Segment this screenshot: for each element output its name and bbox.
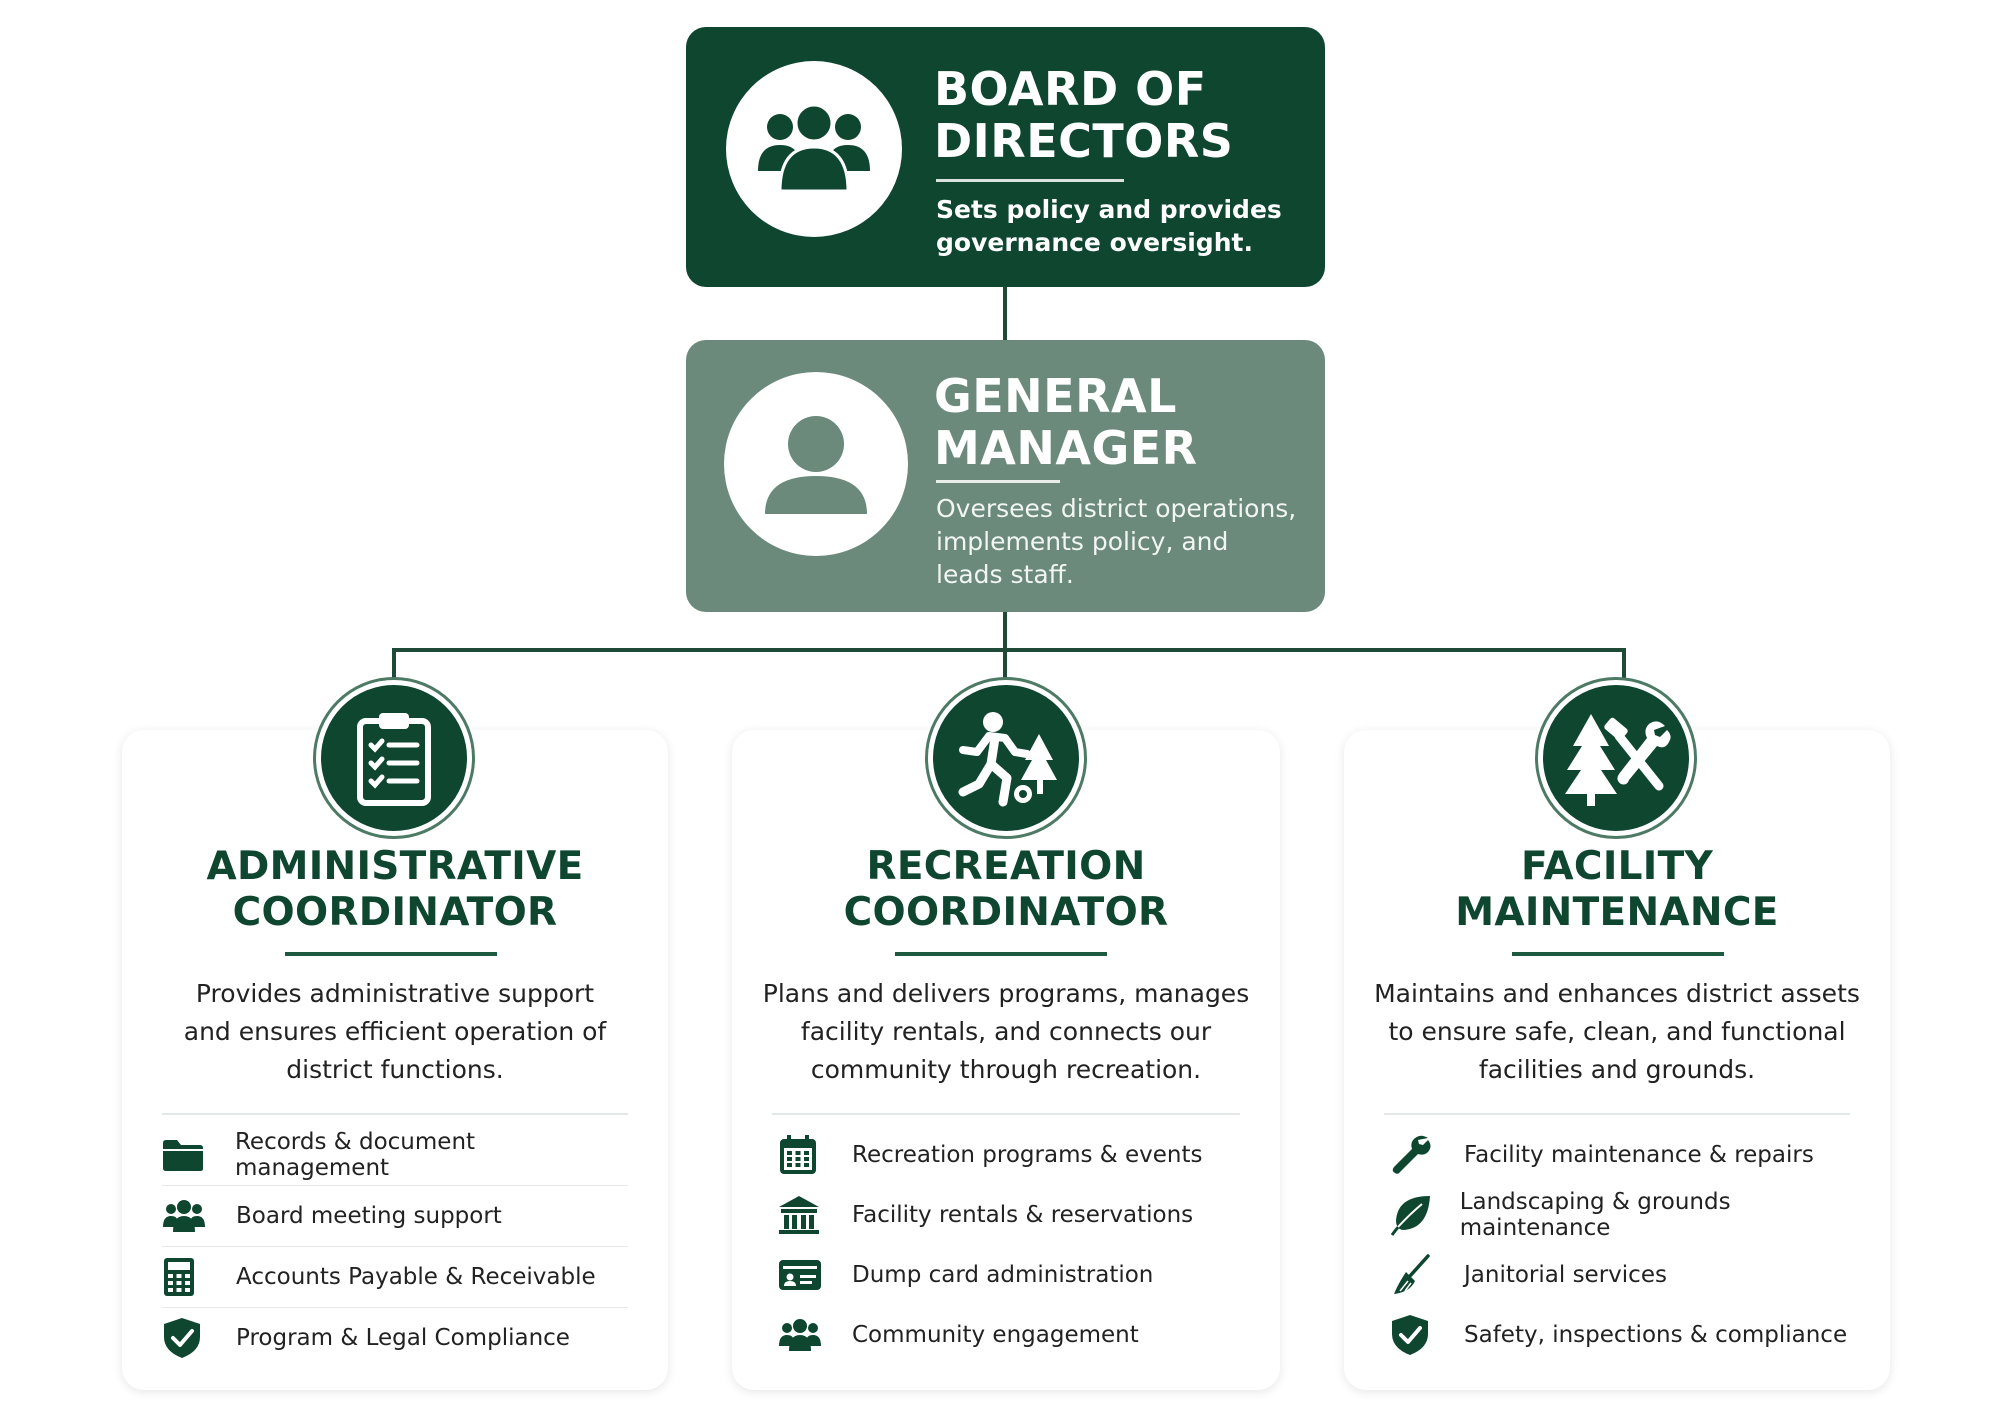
gm-title: GENERAL MANAGER [934,369,1198,475]
person-icon [724,372,908,556]
responsibility-list: Records & document management Board meet… [162,1125,628,1368]
board-title: BOARD OF DIRECTORS [934,62,1234,168]
recreation-runner-tree-icon [928,680,1084,836]
list-item: Safety, inspections & compliance [1384,1305,1850,1365]
facility-maintenance-card: FACILITY MAINTENANCE Maintains and enhan… [1344,730,1890,1390]
people-group-icon [726,61,902,237]
list-item: Facility maintenance & repairs [1384,1125,1850,1185]
id-card-icon [778,1255,826,1295]
connector-horizontal [392,648,1626,652]
card-title: ADMINISTRATIVE COORDINATOR [206,844,584,935]
card-description: Provides administrative support and ensu… [183,979,607,1084]
general-manager-box: GENERAL MANAGER Oversees district operat… [686,340,1325,612]
gm-title-underline [936,480,1060,483]
responsibility-list: Facility maintenance & repairs Landscapi… [1384,1125,1850,1365]
recreation-coordinator-card: RECREATION COORDINATOR Plans and deliver… [732,730,1280,1390]
list-item-label: Records & document management [234,1129,476,1181]
list-item-label: Janitorial services [1464,1262,1667,1288]
connector-gm-down [1003,612,1007,696]
calendar-icon [778,1135,826,1175]
list-item-label: Facility rentals & reservations [852,1202,1194,1228]
shield-check-icon [1390,1315,1438,1355]
connector-board-gm [1003,287,1007,340]
tree-tools-icon [1538,680,1694,836]
leaf-icon [1390,1195,1434,1236]
list-item: Accounts Payable & Receivable [162,1247,628,1308]
connector-right-drop [1622,648,1626,696]
card-title: FACILITY MAINTENANCE [1455,844,1779,935]
card-description: Plans and delivers programs, manages fac… [762,979,1250,1084]
list-item: Facility rentals & reservations [772,1185,1240,1245]
board-of-directors-box: BOARD OF DIRECTORS Sets policy and provi… [686,27,1325,287]
list-item-label: Community engagement [852,1322,1139,1348]
list-item-label: Board meeting support [236,1203,502,1229]
list-item: Recreation programs & events [772,1125,1240,1185]
list-item: Board meeting support [162,1186,628,1247]
list-item-label: Dump card administration [852,1262,1154,1288]
list-item-label: Landscaping & grounds maintenance [1459,1189,1731,1241]
calculator-icon [162,1257,210,1297]
shield-check-icon [162,1318,210,1358]
people-icon [778,1315,826,1355]
card-title: RECREATION COORDINATOR [843,844,1169,935]
list-item-label: Recreation programs & events [852,1142,1203,1168]
list-item: Janitorial services [1384,1245,1850,1305]
list-item-label: Program & Legal Compliance [236,1325,570,1351]
responsibility-list: Recreation programs & events Facility re… [772,1125,1240,1365]
card-divider [772,1113,1240,1115]
list-item: Program & Legal Compliance [162,1308,628,1368]
building-icon [778,1195,826,1235]
board-title-underline [936,179,1124,182]
list-item-label: Safety, inspections & compliance [1464,1322,1848,1348]
card-title-underline [1512,952,1724,956]
people-icon [162,1196,210,1236]
administrative-coordinator-card: ADMINISTRATIVE COORDINATOR Provides admi… [122,730,668,1390]
gm-description: Oversees district operations, implements… [936,494,1297,589]
connector-left-drop [392,648,396,696]
card-divider [1384,1113,1850,1115]
list-item: Records & document management [162,1125,628,1186]
list-item: Community engagement [772,1305,1240,1365]
list-item: Dump card administration [772,1245,1240,1305]
broom-icon [1390,1254,1438,1295]
card-divider [162,1113,628,1115]
wrench-icon [1390,1135,1438,1175]
list-item: Landscaping & grounds maintenance [1384,1185,1850,1245]
card-title-underline [895,952,1107,956]
card-description: Maintains and enhances district assets t… [1374,979,1860,1084]
folder-icon [162,1135,209,1175]
clipboard-checklist-icon [316,680,472,836]
board-description: Sets policy and provides governance over… [936,195,1282,257]
list-item-label: Facility maintenance & repairs [1464,1142,1814,1168]
list-item-label: Accounts Payable & Receivable [236,1264,596,1290]
card-title-underline [285,952,497,956]
